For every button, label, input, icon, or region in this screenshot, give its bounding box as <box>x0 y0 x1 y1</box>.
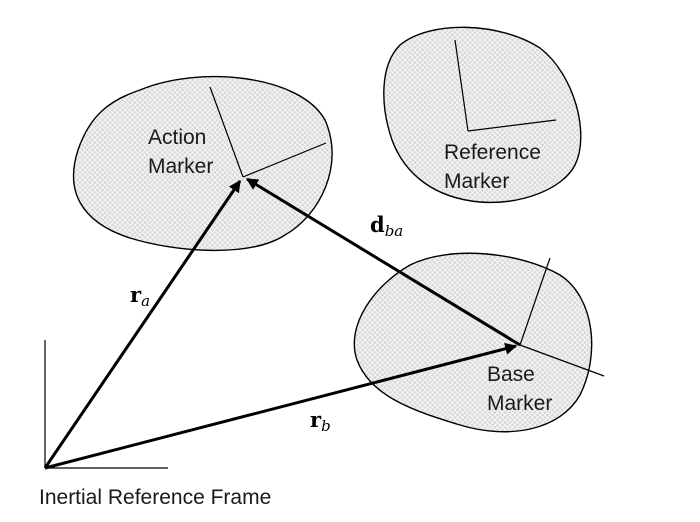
action-marker-label-line1: Action <box>148 126 206 149</box>
base-marker-body <box>353 252 593 433</box>
reference-marker-label: Reference Marker <box>444 141 547 193</box>
vector-r-a-arrow <box>43 180 242 469</box>
vector-d-ba-arrow <box>245 177 521 347</box>
vector-r-b-label: rb <box>310 407 331 435</box>
vector-r-b-arrow <box>44 342 518 470</box>
reference-marker-label-line2: Marker <box>444 170 509 193</box>
base-marker-label-line2: Marker <box>487 392 552 415</box>
vector-d-ba-label: dba <box>370 212 403 240</box>
reference-marker-label-line1: Reference <box>444 141 541 164</box>
reference-marker-axes <box>454 39 557 132</box>
inertial-frame-axes <box>44 340 168 469</box>
vector-r-a-label: ra <box>130 282 150 310</box>
base-marker-label-line1: Base <box>487 363 535 386</box>
action-marker-label-line2: Marker <box>148 155 213 178</box>
base-marker-axes <box>519 257 605 377</box>
reference-marker-body <box>383 26 582 204</box>
action-marker-body <box>72 75 333 252</box>
action-marker-axes <box>209 86 327 178</box>
inertial-frame-label: Inertial Reference Frame <box>39 486 271 509</box>
action-marker-label: Action Marker <box>148 126 213 178</box>
base-marker-label: Base Marker <box>487 363 552 415</box>
